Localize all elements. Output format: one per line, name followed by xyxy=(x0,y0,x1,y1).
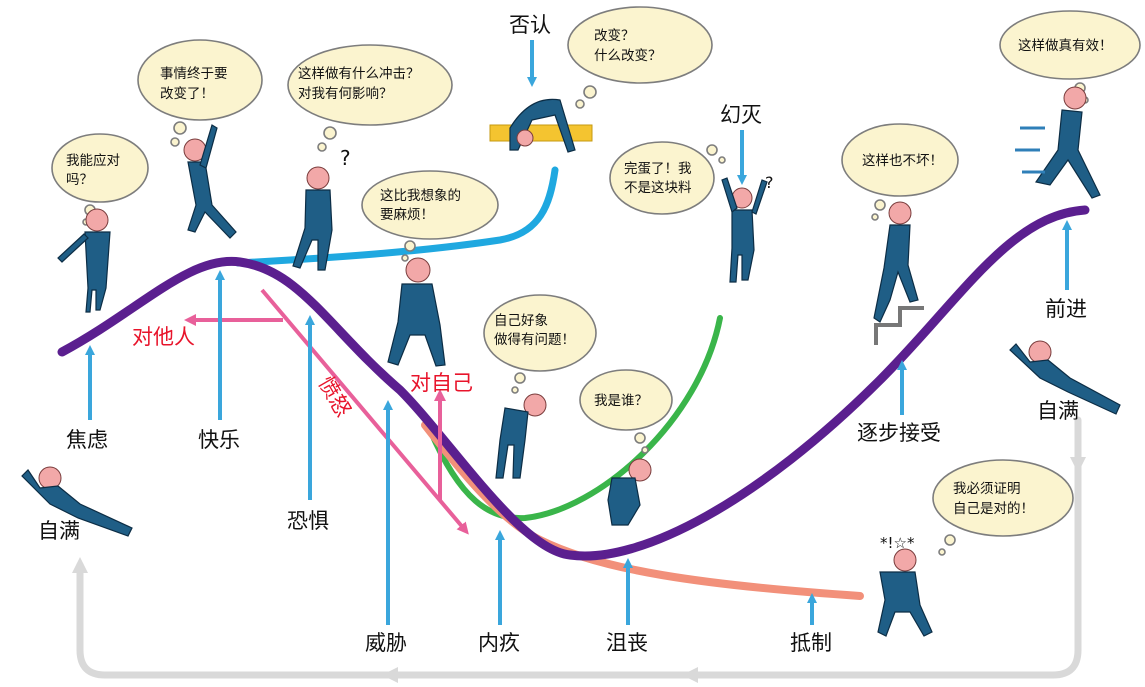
svg-text:做得有问题！: 做得有问题！ xyxy=(494,331,575,348)
figure-threatened xyxy=(387,257,446,367)
stage-depression: 沮丧 xyxy=(606,631,648,655)
svg-text:要麻烦！: 要麻烦！ xyxy=(380,207,434,223)
stage-complacency-left: 自满 xyxy=(38,519,80,543)
thought-seems-wrong: 自己好象 做得有问题！ xyxy=(483,294,597,394)
label-blame-others: 对他人 xyxy=(132,325,195,349)
stage-anxiety: 焦虑 xyxy=(66,428,108,452)
svg-text:这样做有什么冲击？: 这样做有什么冲击？ xyxy=(298,65,420,82)
svg-text:这样做真有效！: 这样做真有效！ xyxy=(1018,37,1113,54)
disillusion-curve xyxy=(427,315,723,522)
denial-curve xyxy=(234,166,559,267)
figure-fear: ? xyxy=(292,146,351,271)
svg-text:吗？: 吗？ xyxy=(66,172,93,188)
blue-arrows xyxy=(85,40,1072,625)
svg-text:自己是对的！: 自己是对的！ xyxy=(953,501,1034,517)
figure-disillusion: ? xyxy=(721,173,774,283)
figure-anxious xyxy=(57,208,111,313)
thought-prove-right: 我必须证明 自己是对的！ xyxy=(932,459,1074,556)
svg-text:对我有何影响？: 对我有何影响？ xyxy=(298,86,393,102)
thought-not-bad: 这样也不坏！ xyxy=(841,123,959,221)
thought-can-i-cope: 我能应对 吗？ xyxy=(51,133,149,226)
label-blame-self: 对自己 xyxy=(410,371,473,395)
figure-running xyxy=(1015,86,1101,199)
svg-text:不是这块料: 不是这块料 xyxy=(624,179,692,196)
stage-threat: 威胁 xyxy=(365,631,407,655)
figure-happy xyxy=(183,124,237,239)
stage-complacency-right: 自满 xyxy=(1037,399,1079,423)
svg-text:改变了！: 改变了！ xyxy=(160,86,214,102)
return-loop xyxy=(72,416,1086,683)
stage-moving-forward: 前进 xyxy=(1045,297,1087,321)
stage-denial: 否认 xyxy=(509,13,551,37)
svg-text:*!☆*: *!☆* xyxy=(880,534,915,552)
stage-gradual-acceptance: 逐步接受 xyxy=(857,421,941,445)
thought-more-trouble: 这比我想象的 要麻烦！ xyxy=(361,170,499,262)
thought-who-am-i: 我是谁？ xyxy=(579,369,673,454)
svg-text:这样也不坏！: 这样也不坏！ xyxy=(862,152,943,169)
figure-hostile: *!☆* xyxy=(877,534,933,637)
figure-guilt xyxy=(495,393,547,479)
main-curve xyxy=(57,205,1090,561)
stage-hostility: 抵制 xyxy=(790,631,832,655)
svg-text:?: ? xyxy=(765,173,774,192)
svg-text:改变？: 改变？ xyxy=(594,28,635,44)
figure-depressed xyxy=(607,458,652,526)
stage-guilt: 内疚 xyxy=(478,631,520,655)
label-anger: 愤怒 xyxy=(314,373,356,421)
svg-text:完蛋了！我: 完蛋了！我 xyxy=(624,161,692,177)
svg-text:我是谁？: 我是谁？ xyxy=(594,393,648,409)
thought-change-what: 改变？ 什么改变？ xyxy=(567,6,713,109)
svg-text:什么改变？: 什么改变？ xyxy=(594,48,662,64)
pink-arrows xyxy=(184,288,469,535)
svg-text:这比我想象的: 这比我想象的 xyxy=(380,187,461,204)
svg-text:?: ? xyxy=(340,146,351,170)
figure-reclining-right xyxy=(1009,340,1121,415)
thought-doomed: 完蛋了！我 不是这块料 xyxy=(609,141,726,215)
stage-happiness: 快乐 xyxy=(198,428,240,452)
svg-text:自己好象: 自己好象 xyxy=(494,313,548,329)
svg-text:事情终于要: 事情终于要 xyxy=(160,66,228,82)
svg-text:我能应对: 我能应对 xyxy=(66,152,120,169)
figure-acceptance xyxy=(873,201,924,345)
thought-finally-change: 事情终于要 改变了！ xyxy=(137,39,263,147)
stage-disillusion: 幻灭 xyxy=(720,103,762,127)
stage-fear: 恐惧 xyxy=(287,509,329,533)
svg-text:我必须证明: 我必须证明 xyxy=(953,481,1021,497)
figure-denial xyxy=(489,98,593,153)
thought-impact: 这样做有什么冲击？ 对我有何影响？ xyxy=(287,44,453,152)
figure-reclining-left xyxy=(21,466,133,537)
